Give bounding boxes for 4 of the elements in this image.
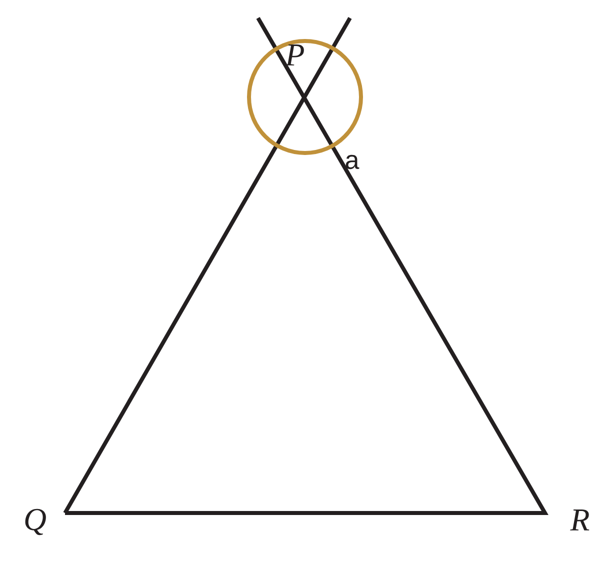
vertex-label: R <box>570 510 590 530</box>
vertex-label: Q <box>25 508 46 536</box>
angle-label: a <box>346 154 360 170</box>
vertex-label: P <box>285 44 304 66</box>
